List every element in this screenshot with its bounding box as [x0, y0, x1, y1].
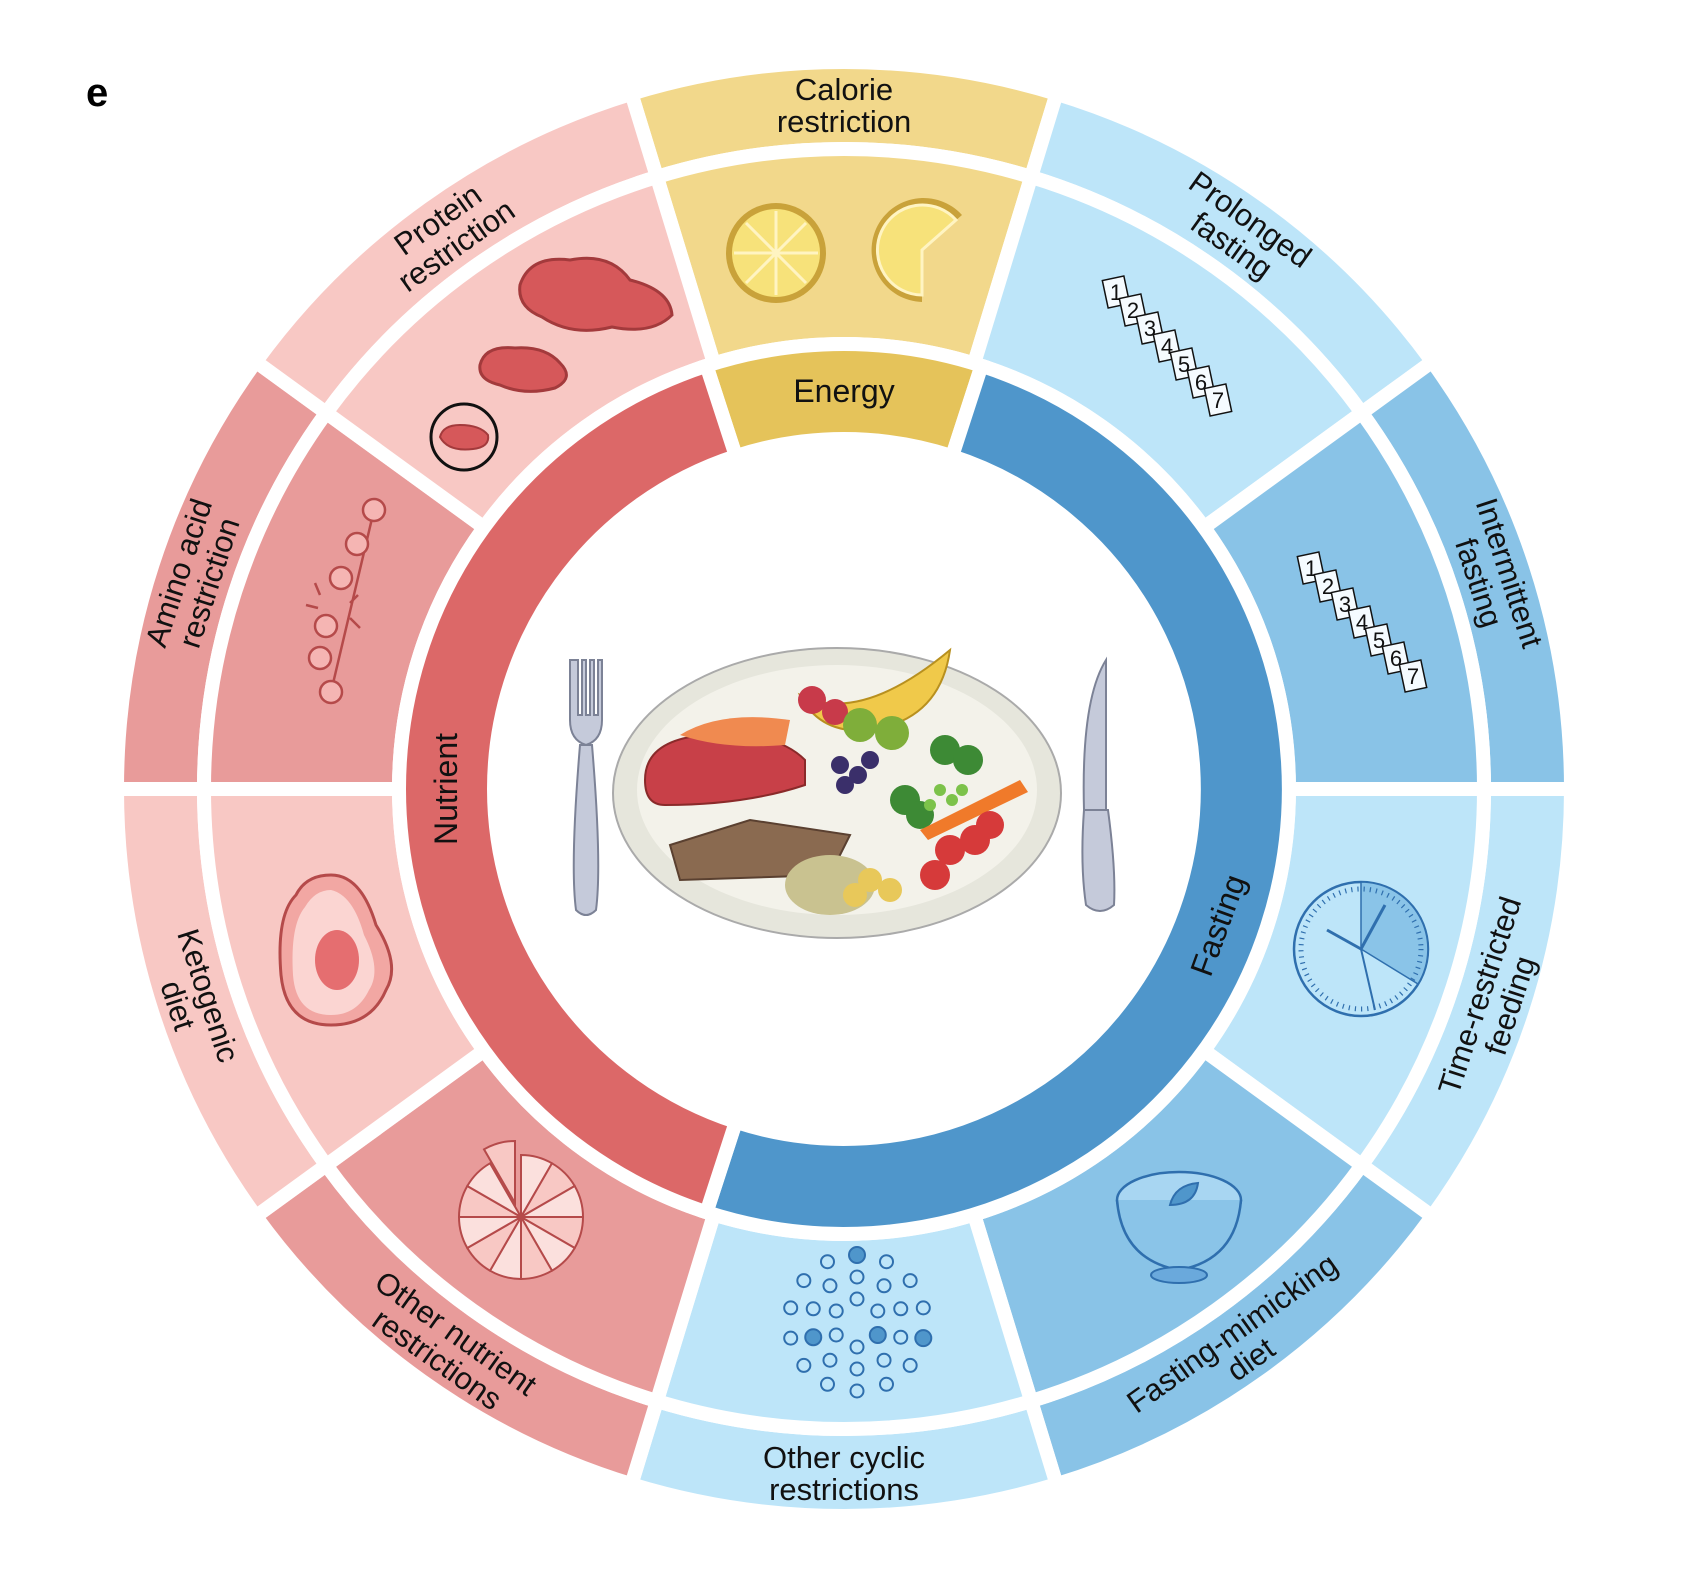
dot — [819, 1376, 835, 1392]
dot — [893, 1301, 909, 1317]
meat-icon — [429, 256, 674, 472]
knife-icon — [1081, 656, 1116, 912]
dot — [822, 1278, 838, 1294]
icon-segment-calorie-restriction — [648, 142, 1040, 373]
plate-of-food-illustration — [612, 647, 1062, 939]
dot — [783, 1330, 799, 1346]
day-box — [1203, 383, 1233, 417]
cyclic-dots-icon — [783, 1246, 933, 1399]
dot — [915, 1300, 931, 1316]
label-calorie-restriction-line: Calorie — [795, 72, 893, 107]
dot — [914, 1329, 933, 1348]
clock-icon — [1292, 880, 1430, 1018]
dot — [783, 1300, 799, 1316]
label-calorie-restriction-line: restriction — [777, 104, 911, 139]
dot — [876, 1352, 892, 1368]
dot — [893, 1329, 909, 1345]
dot — [868, 1326, 887, 1344]
panel-label: e — [86, 71, 108, 115]
day-number: 7 — [1407, 664, 1419, 689]
segment-fasting — [697, 356, 1296, 1241]
dot — [828, 1303, 844, 1319]
label-other-cyclic-restrictions-line: restrictions — [769, 1472, 919, 1507]
dot — [879, 1254, 895, 1270]
dot — [849, 1361, 865, 1377]
label-other-cyclic-restrictions-line: Other cyclic — [763, 1440, 925, 1475]
lemon-icon — [726, 198, 962, 303]
avocado-icon — [278, 873, 394, 1027]
dot — [796, 1273, 812, 1289]
fork-icon — [569, 659, 603, 916]
dot — [876, 1278, 892, 1294]
dot — [902, 1357, 918, 1373]
dot — [849, 1383, 865, 1399]
day-number: 7 — [1212, 388, 1224, 413]
icon-segment-other-cyclic-restrictions — [648, 1205, 1040, 1436]
label-nutrient: Nutrient — [428, 733, 464, 845]
dot — [902, 1273, 918, 1289]
dot — [848, 1246, 866, 1264]
dot — [849, 1291, 865, 1307]
segment-nutrient — [392, 356, 745, 1222]
pie-slice — [482, 1139, 516, 1207]
label-energy: Energy — [793, 373, 894, 409]
pie-chart-icon — [457, 1139, 585, 1281]
amino-acid-chain-icon — [305, 497, 387, 705]
dot — [804, 1328, 823, 1347]
day-box — [1398, 659, 1428, 693]
pie-slice — [465, 1161, 524, 1220]
dot — [819, 1254, 835, 1270]
bowl-icon — [1115, 1170, 1243, 1284]
dot — [849, 1269, 865, 1285]
dot — [822, 1352, 838, 1368]
dot — [870, 1303, 886, 1319]
dot — [796, 1357, 812, 1373]
dot — [849, 1339, 865, 1355]
dot — [805, 1301, 821, 1317]
dot — [879, 1376, 895, 1392]
dot — [828, 1327, 844, 1343]
